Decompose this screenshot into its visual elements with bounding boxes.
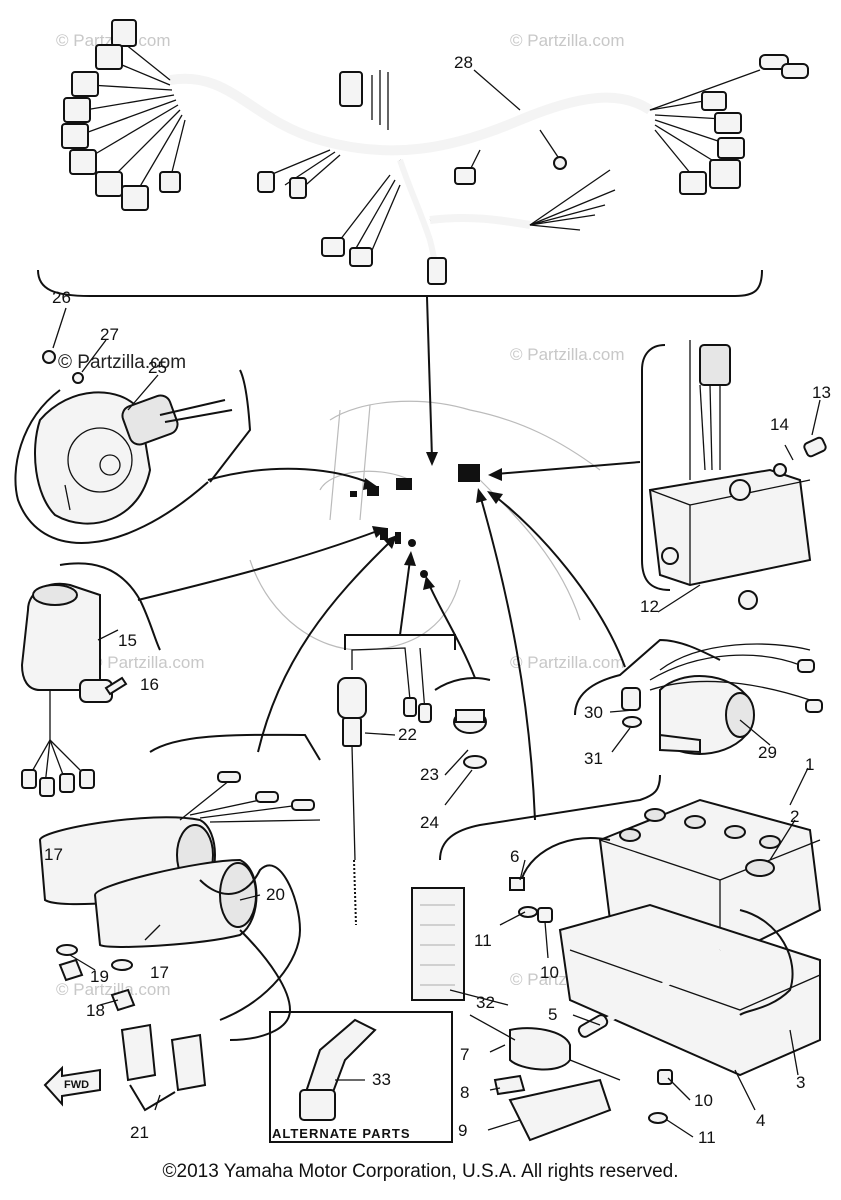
callout-20: 20 <box>266 885 285 904</box>
callout-27: 27 <box>100 325 119 344</box>
callout-19: 19 <box>90 967 109 986</box>
callout-23: 23 <box>420 765 439 784</box>
callout-4: 4 <box>756 1111 765 1130</box>
frame-mount-points <box>350 464 480 578</box>
callout-29: 29 <box>758 743 777 762</box>
callout-3: 3 <box>796 1073 805 1092</box>
callout-18: 18 <box>86 1001 105 1020</box>
callout-12: 12 <box>640 597 659 616</box>
callout-22: 22 <box>398 725 417 744</box>
callout-28: 28 <box>454 53 473 72</box>
callout-32: 32 <box>476 993 495 1012</box>
copyright-notice: ©2013 Yamaha Motor Corporation, U.S.A. A… <box>162 1161 679 1182</box>
connection-arrows <box>137 296 641 821</box>
ignition-coil-group <box>38 733 321 1112</box>
callout-1: 1 <box>805 755 814 774</box>
neutral-switch-group <box>337 634 491 926</box>
callout-33: 33 <box>372 1070 391 1089</box>
callout-2: 2 <box>790 807 799 826</box>
callout-26: 26 <box>52 288 71 307</box>
starter-relay-group <box>574 638 823 755</box>
callout-6: 6 <box>510 847 519 866</box>
watermark: © Partzilla.com <box>90 653 205 672</box>
callout-15: 15 <box>118 631 137 650</box>
frame-outline <box>249 400 601 651</box>
callout-9: 9 <box>458 1121 467 1140</box>
main-switch-group <box>20 562 161 797</box>
wire-harness <box>61 19 809 285</box>
watermark: © Partzilla.com <box>58 352 186 373</box>
fwd-arrow-icon: FWD <box>43 1065 101 1107</box>
callout-numbers: 28 26 27 25 13 14 12 15 16 22 23 24 30 3… <box>44 53 831 1147</box>
callout-24: 24 <box>420 813 439 832</box>
starter-motor-group <box>14 350 252 544</box>
callout-5: 5 <box>548 1005 557 1024</box>
callout-11b: 11 <box>698 1128 716 1147</box>
watermark: © Partzilla.com <box>56 980 171 999</box>
callout-16: 16 <box>140 675 159 694</box>
harness-group-bracket <box>37 269 763 297</box>
callout-10b: 10 <box>694 1091 713 1110</box>
callout-10a: 10 <box>540 963 559 982</box>
callout-31: 31 <box>584 749 603 768</box>
callout-17a: 17 <box>44 845 63 864</box>
watermark: © Partzilla.com <box>510 653 625 672</box>
callout-30: 30 <box>584 703 603 722</box>
regulator-group <box>641 340 827 610</box>
alternate-parts-label: ALTERNATE PARTS <box>272 1126 411 1141</box>
callout-25: 25 <box>148 358 167 377</box>
callout-21: 21 <box>130 1123 149 1142</box>
callout-8: 8 <box>460 1083 469 1102</box>
watermark: © Partzilla.com <box>510 345 625 364</box>
callout-17b: 17 <box>150 963 169 982</box>
callout-14: 14 <box>770 415 789 434</box>
callout-7: 7 <box>460 1045 469 1064</box>
leader-lines <box>52 69 821 1138</box>
fwd-label: FWD <box>64 1079 89 1091</box>
watermark: © Partzilla.com <box>510 31 625 50</box>
callout-11a: 11 <box>474 931 492 950</box>
alternate-parts-box <box>269 1011 453 1143</box>
callout-13: 13 <box>812 383 831 402</box>
battery-group <box>411 774 822 1142</box>
